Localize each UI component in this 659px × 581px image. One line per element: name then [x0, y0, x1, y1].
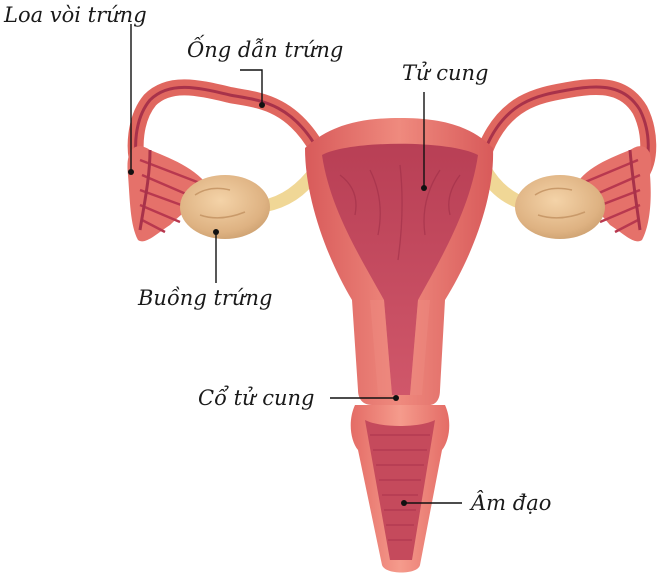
vagina [351, 405, 450, 573]
label-ovary: Buồng trứng [137, 286, 272, 310]
ovary-left [180, 175, 270, 239]
ovary-right [515, 175, 605, 239]
label-uterus: Tử cung [402, 61, 488, 85]
label-fallopian-tube: Ống dẫn trứng [187, 35, 343, 62]
label-fimbriae: Loa vòi trứng [3, 3, 147, 27]
label-cervix: Cổ tử cung [198, 386, 314, 410]
uterus [305, 118, 493, 405]
label-vagina: Âm đạo [469, 491, 551, 515]
